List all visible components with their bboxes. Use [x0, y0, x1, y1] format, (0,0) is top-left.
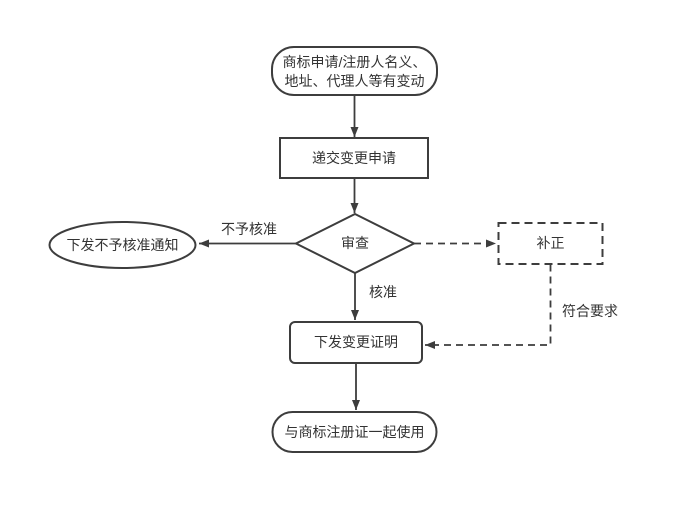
issue-certificate-label: 下发变更证明 — [314, 334, 398, 350]
issue-certificate-shape — [289, 321, 423, 364]
start-terminal-shape — [271, 46, 438, 96]
correction-label: 补正 — [537, 235, 565, 251]
node-reject-notice: 下发不予核准通知 — [48, 221, 197, 269]
review-decision-label: 审查 — [341, 235, 369, 251]
edges — [199, 95, 552, 410]
edge-correction-to-certificate — [425, 264, 552, 349]
reject-notice-label: 下发不予核准通知 — [67, 237, 179, 253]
reject-notice-shape — [48, 221, 197, 269]
node-review-decision: 审查 — [293, 212, 417, 275]
correction-shape — [497, 222, 604, 265]
nodes: 商标申请/注册人名义、 地址、代理人等有变动 递交变更申请 审查 下发不予核准通… — [48, 46, 604, 453]
node-use-terminal: 与商标注册证一起使用 — [271, 411, 438, 453]
start-terminal-line2: 地址、代理人等有变动 — [285, 73, 425, 89]
use-terminal-shape — [271, 411, 438, 453]
node-correction: 补正 — [497, 222, 604, 265]
submit-process-shape — [279, 137, 429, 179]
edge-label-meets-requirements: 符合要求 — [562, 303, 618, 319]
node-start-terminal: 商标申请/注册人名义、 地址、代理人等有变动 — [271, 46, 438, 96]
use-terminal-label: 与商标注册证一起使用 — [285, 424, 425, 440]
edge-label-not-approved: 不予核准 — [221, 221, 277, 237]
edge-labels: 不予核准 核准 符合要求 — [221, 221, 618, 319]
edge-label-approved: 核准 — [369, 284, 397, 300]
review-decision-shape — [293, 212, 417, 275]
submit-process-label: 递交变更申请 — [312, 150, 396, 166]
node-issue-certificate: 下发变更证明 — [289, 321, 423, 364]
start-terminal-line1: 商标申请/注册人名义、 — [283, 54, 427, 70]
node-submit-process: 递交变更申请 — [279, 137, 429, 179]
